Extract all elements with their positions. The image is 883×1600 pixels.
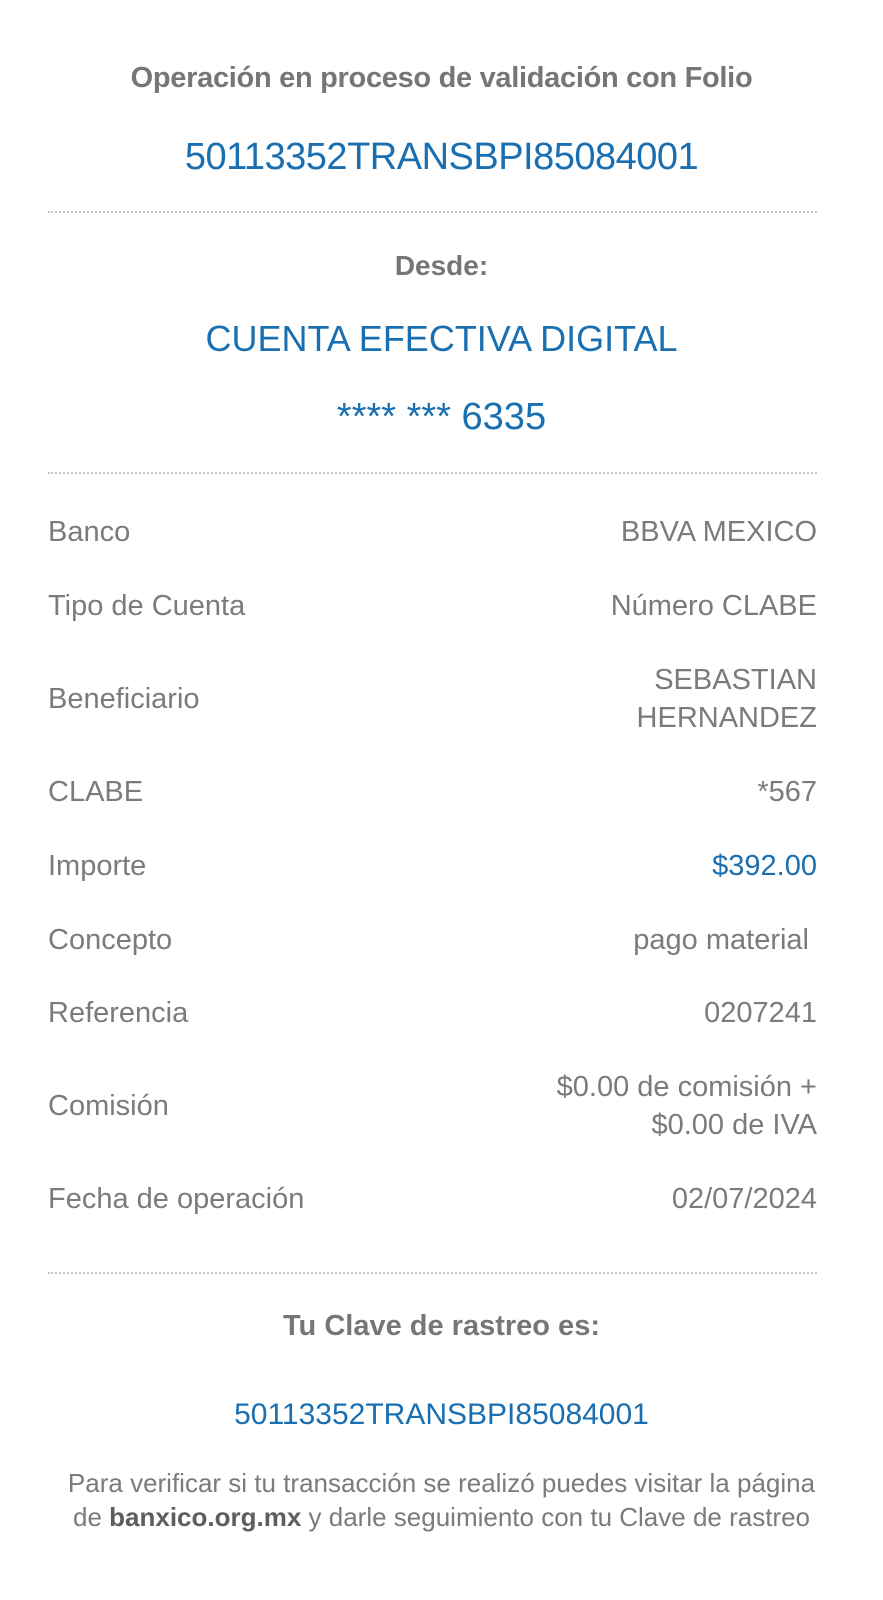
from-label: Desde:: [394, 250, 489, 281]
operation-title: Operación en proceso de validación con F…: [130, 62, 753, 94]
detail-value: SEBASTIAN HERNANDEZ: [636, 664, 817, 734]
tracking-title: Tu Clave de rastreo es:: [283, 1310, 600, 1342]
detail-value: 0207241: [704, 997, 817, 1029]
detail-label: Referencia: [48, 996, 189, 1029]
detail-value: pago material: [633, 924, 809, 956]
detail-row-concepto: Concepto pago material: [48, 920, 817, 960]
divider: [48, 472, 817, 474]
detail-row-clabe: CLABE *567: [48, 772, 817, 812]
note-text: y darle seguimiento con tu Clave de rast…: [301, 1502, 811, 1532]
tracking-code: 50113352TRANSBPI85084001: [234, 1398, 649, 1431]
detail-value-amount: $392.00: [712, 850, 817, 882]
detail-label: Concepto: [48, 923, 173, 956]
source-account-name: CUENTA EFECTIVA DIGITAL: [205, 318, 678, 359]
source-account-number: **** *** 6335: [336, 396, 547, 438]
detail-label: CLABE: [48, 775, 144, 808]
note-text: Para verificar si tu transacción se real…: [67, 1468, 816, 1532]
detail-label: Banco: [48, 515, 131, 548]
divider: [48, 1272, 817, 1274]
detail-row-fecha: Fecha de operación 02/07/2024: [48, 1179, 817, 1219]
detail-label: Tipo de Cuenta: [48, 589, 246, 622]
folio-number: 50113352TRANSBPI85084001: [184, 136, 699, 178]
divider: [48, 211, 817, 213]
detail-label: Comisión: [48, 1089, 169, 1122]
detail-row-comision: Comisión $0.00 de comisión + $0.00 de IV…: [48, 1067, 817, 1145]
detail-value: *567: [757, 776, 817, 808]
detail-value: $0.00 de comisión + $0.00 de IVA: [556, 1071, 817, 1141]
detail-value: Número CLABE: [610, 590, 817, 622]
detail-label: Fecha de operación: [48, 1182, 305, 1215]
detail-value: 02/07/2024: [671, 1183, 817, 1215]
detail-row-beneficiario: Beneficiario SEBASTIAN HERNANDEZ: [48, 660, 817, 738]
detail-row-banco: Banco BBVA MEXICO: [48, 512, 817, 552]
detail-row-tipo-cuenta: Tipo de Cuenta Número CLABE: [48, 586, 817, 626]
detail-label: Importe: [48, 849, 147, 882]
detail-value: BBVA MEXICO: [620, 516, 817, 548]
detail-label: Beneficiario: [48, 682, 200, 715]
banxico-link[interactable]: banxico.org.mx: [109, 1502, 302, 1532]
detail-row-referencia: Referencia 0207241: [48, 993, 817, 1033]
detail-row-importe: Importe $392.00: [48, 846, 817, 886]
verification-note: Para verificar si tu transacción se real…: [60, 1466, 823, 1534]
